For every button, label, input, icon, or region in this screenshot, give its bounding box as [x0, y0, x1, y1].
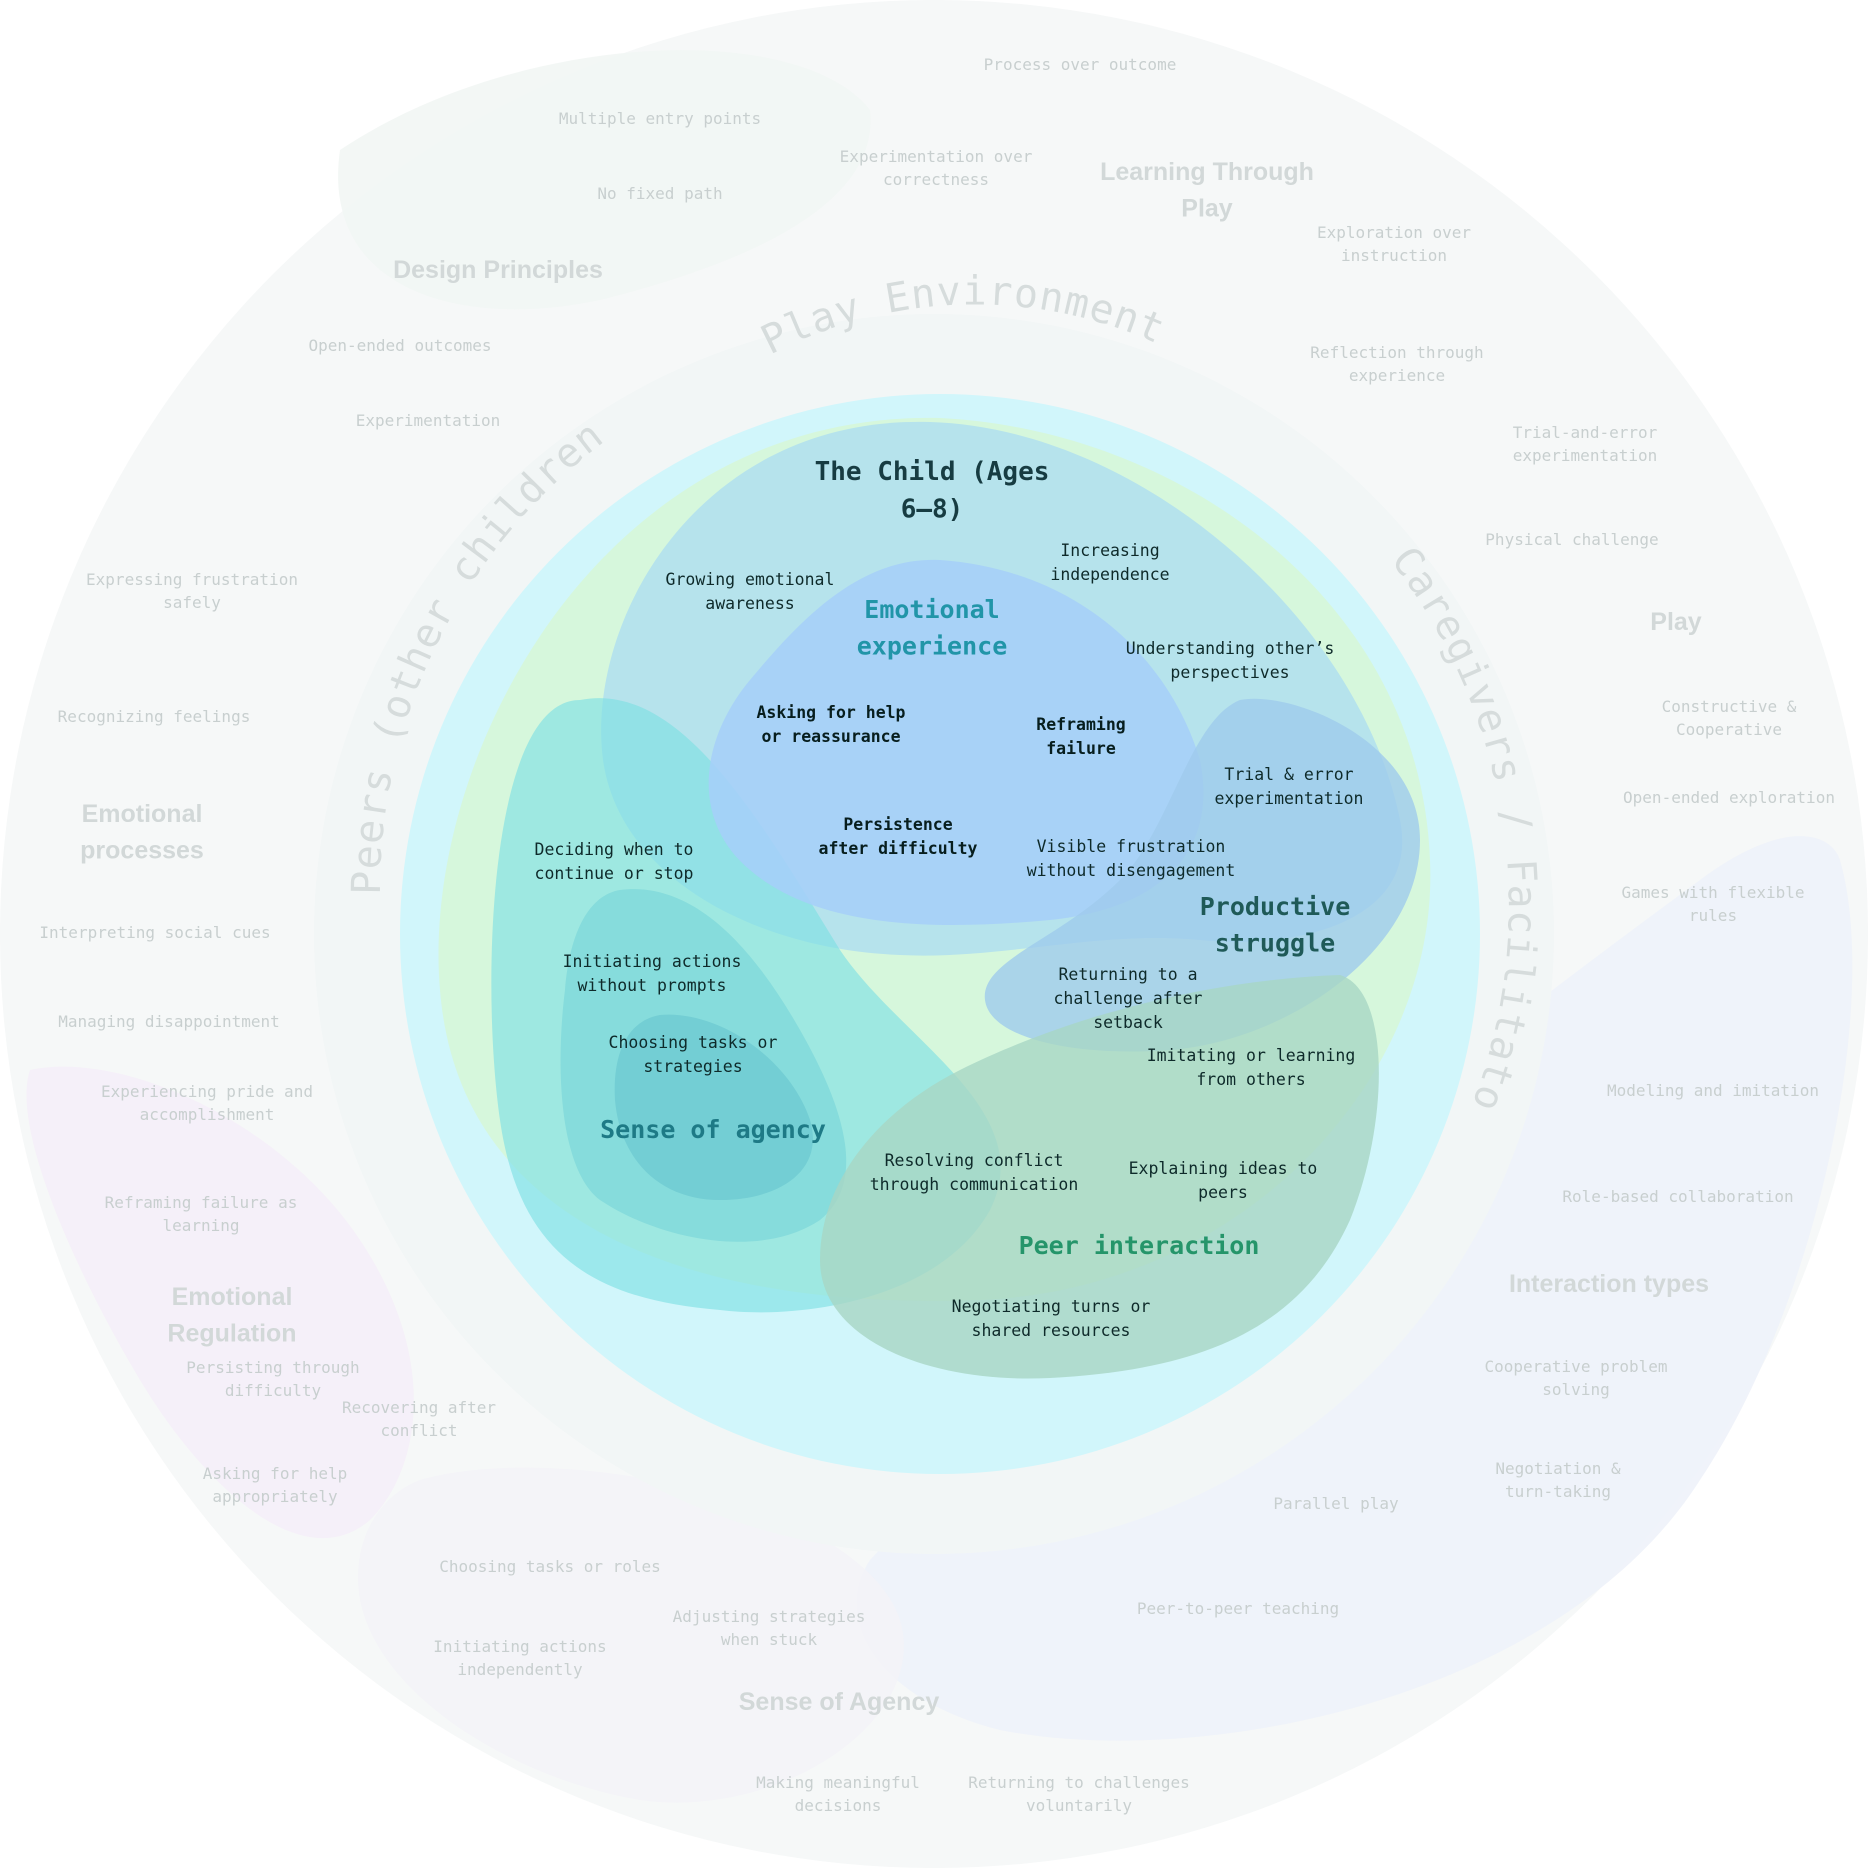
outer-item: No fixed path — [597, 184, 722, 203]
outer-item: Choosing tasks or roles — [439, 1557, 661, 1576]
outer-item: Managing disappointment — [58, 1012, 280, 1031]
sense-of-agency-heading: Sense of Agency — [739, 1688, 940, 1716]
outer-item: Open-ended outcomes — [308, 336, 491, 355]
outer-item: Peer-to-peer teaching — [1137, 1599, 1339, 1618]
agency-core-blob — [614, 1014, 813, 1200]
outer-item: Parallel play — [1273, 1494, 1399, 1513]
outer-item: Negotiation &turn-taking — [1495, 1459, 1621, 1501]
design-principles-heading: Design Principles — [393, 256, 603, 284]
emotional-cluster-blob — [708, 559, 1204, 925]
outer-item: Multiple entry points — [559, 109, 761, 128]
outer-item: Physical challenge — [1485, 530, 1658, 549]
play-heading: Play — [1650, 608, 1702, 636]
outer-item: Open-ended exploration — [1623, 788, 1835, 807]
peer-cluster-blob — [820, 975, 1379, 1379]
emotional-region — [26, 1066, 414, 1539]
sense-of-agency-cluster-heading: Sense of agency — [600, 1115, 826, 1144]
outer-item: Interpreting social cues — [39, 923, 270, 942]
agency-region — [358, 1467, 904, 1803]
peer-interaction-heading: Peer interaction — [1019, 1231, 1260, 1260]
productive-cluster-blob — [984, 698, 1420, 1052]
outer-item: Constructive &Cooperative — [1662, 697, 1797, 739]
outer-item: Modeling and imitation — [1607, 1081, 1819, 1100]
design-region — [338, 50, 871, 310]
outer-item: Experimentation — [356, 411, 501, 430]
outer-item: Recognizing feelings — [58, 707, 251, 726]
outer-item: Role-based collaboration — [1562, 1187, 1793, 1206]
outer-item: Process over outcome — [984, 55, 1177, 74]
interaction-types-heading: Interaction types — [1509, 1270, 1709, 1298]
